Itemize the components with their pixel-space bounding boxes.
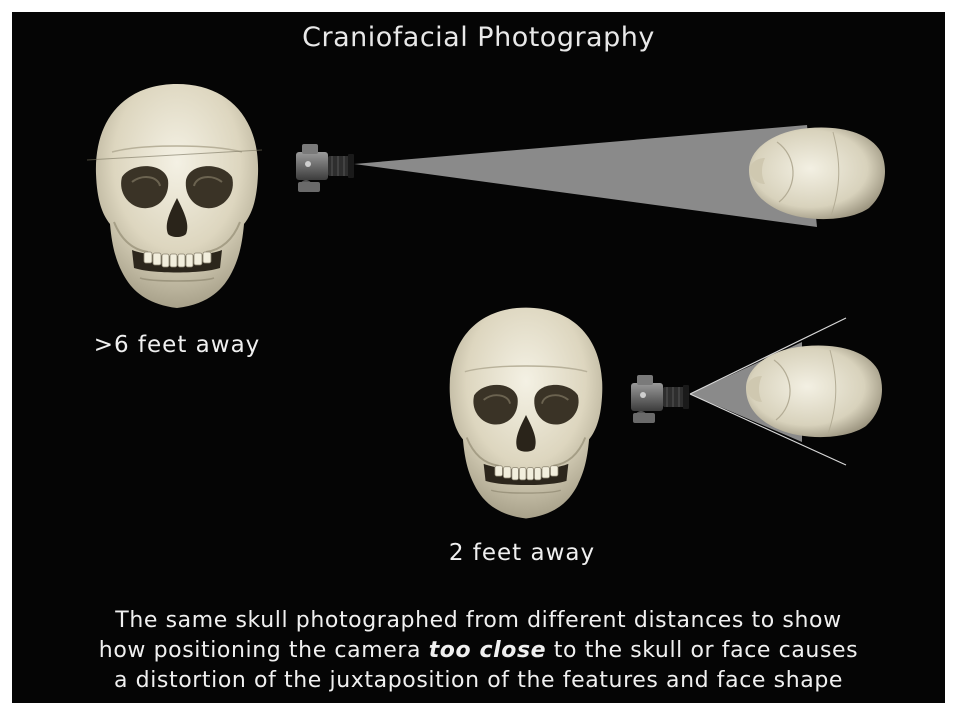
skull-frontal-near-icon xyxy=(450,308,603,519)
skull-frontal-far-icon xyxy=(96,84,258,308)
far-scene xyxy=(87,84,885,308)
near-distance-label: 2 feet away xyxy=(422,540,622,566)
camera-near-icon xyxy=(631,375,689,423)
slide: Craniofacial Photography xyxy=(12,12,945,703)
view-cone-far xyxy=(354,125,817,227)
far-distance-label: >6 feet away xyxy=(67,332,287,358)
caption-line-1: The same skull photographed from differe… xyxy=(12,606,945,636)
caption-line-3: a distortion of the juxtaposition of the… xyxy=(12,666,945,696)
near-scene xyxy=(450,308,882,519)
camera-far-icon xyxy=(296,144,354,192)
caption-emphasis: too close xyxy=(429,638,547,663)
caption-line-2-end: to the skull or face causes xyxy=(546,638,858,663)
caption: The same skull photographed from differe… xyxy=(12,606,945,696)
caption-line-2-start: how positioning the camera xyxy=(99,638,429,663)
caption-line-2: how positioning the camera too close to … xyxy=(12,636,945,666)
